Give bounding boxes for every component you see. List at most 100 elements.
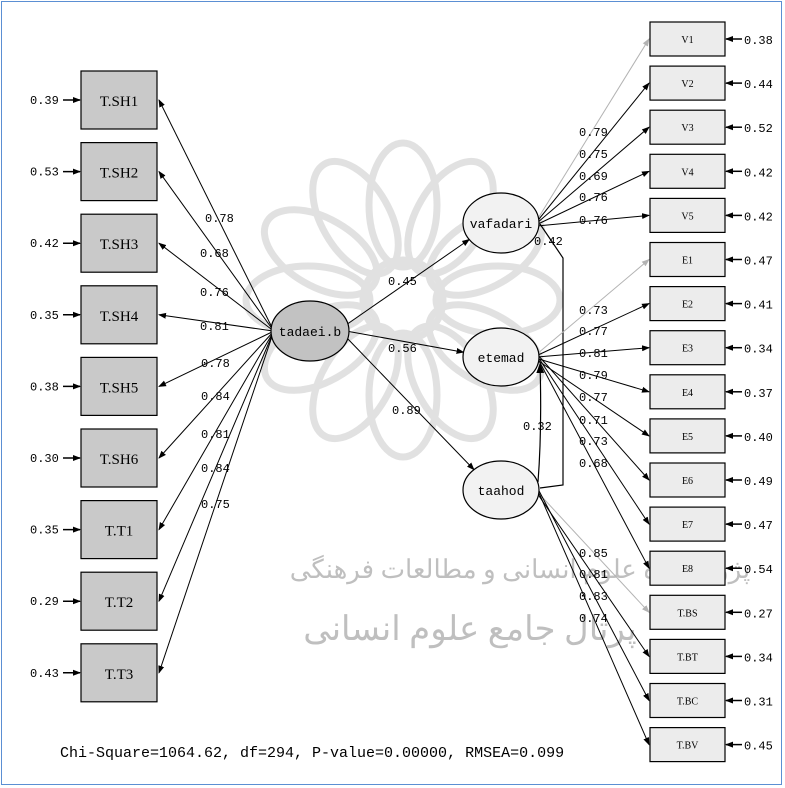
error-variance: 0.34: [744, 343, 773, 357]
latent-label-tadaei: tadaei.b: [279, 325, 341, 340]
loading-path: [536, 258, 650, 355]
indicator-label: E3: [682, 344, 693, 355]
indicator-label: T.BT: [677, 652, 698, 663]
watermark-petal: [425, 301, 546, 394]
indicator-box: [649, 682, 726, 719]
latent-etemad: [462, 327, 540, 387]
loading-path: [536, 488, 650, 746]
indicator-label: T.BV: [677, 741, 700, 752]
loading-path: [158, 170, 274, 331]
error-variance: 0.29: [30, 595, 59, 609]
indicator-box: [649, 109, 726, 145]
watermark-text-line2: پرتال جامع علوم انسانی: [303, 611, 637, 649]
latent-taahod: [462, 460, 540, 520]
loading-value: 0.85: [579, 547, 608, 561]
path-labels: 0.390.780.530.680.420.760.350.810.380.78…: [30, 34, 773, 754]
indicator-box: [80, 500, 158, 560]
loading-value: 0.77: [579, 325, 608, 339]
error-variance: 0.38: [744, 34, 773, 48]
watermark-petal: [365, 139, 441, 271]
error-variance: 0.42: [30, 237, 59, 251]
loading-value: 0.75: [579, 148, 608, 162]
latent-tadaei: [270, 300, 350, 362]
indicator-label: T.SH5: [100, 380, 138, 396]
loading-value: 0.73: [579, 435, 608, 449]
indicator-label: V1: [681, 35, 693, 46]
indicator-label: V5: [681, 211, 693, 222]
loading-value: 0.84: [201, 390, 230, 404]
error-variance: 0.34: [744, 651, 773, 665]
loading-value: 0.84: [201, 462, 230, 476]
loading-path: [158, 333, 274, 674]
loading-path: [536, 170, 650, 225]
error-variance: 0.39: [30, 94, 59, 108]
loading-value: 0.73: [579, 304, 608, 318]
indicator-box: [80, 285, 158, 345]
indicator-box: [649, 21, 726, 57]
loading-value: 0.81: [200, 320, 229, 334]
error-variance: 0.44: [744, 78, 773, 92]
error-variance: 0.40: [744, 431, 773, 445]
loading-path: [158, 331, 274, 387]
error-variance: 0.35: [30, 309, 59, 323]
indicator-label: T.SH1: [100, 94, 138, 110]
loading-path: [158, 332, 274, 603]
error-variance: 0.47: [744, 255, 773, 269]
watermark-petal: [365, 329, 441, 461]
loading-path: [536, 492, 650, 658]
loading-path: [536, 126, 650, 224]
indicator-box: [80, 643, 158, 703]
indicator-box: [649, 726, 726, 763]
structural-value: 0.89: [392, 404, 421, 418]
indicator-label: E1: [682, 256, 693, 267]
indicator-label: T.T3: [105, 667, 133, 683]
watermark-petal: [432, 262, 564, 338]
watermark-petal: [309, 157, 402, 278]
error-variance: 0.45: [744, 740, 773, 754]
loading-value: 0.83: [579, 590, 608, 604]
indicator-label: T.SH4: [100, 309, 139, 325]
indicator-label: E7: [682, 520, 693, 531]
indicator-box: [649, 374, 726, 410]
error-variance: 0.41: [744, 299, 773, 313]
loading-path: [536, 303, 650, 356]
indicator-box: [649, 462, 726, 498]
covariance-etemad-taahod: [536, 363, 545, 483]
indicator-box: [80, 571, 158, 631]
indicator-label: E6: [682, 476, 693, 487]
loading-value: 0.71: [579, 414, 608, 428]
loading-path: [536, 359, 650, 437]
error-variance: 0.30: [30, 452, 59, 466]
latent-label-taahod: taahod: [478, 484, 525, 499]
loading-value: 0.74: [579, 612, 608, 626]
structural-value: 0.56: [388, 342, 417, 356]
indicator-box: [649, 286, 726, 322]
loading-value: 0.79: [579, 126, 608, 140]
fit-statistics: Chi-Square=1064.62, df=294, P-value=0.00…: [60, 745, 564, 762]
covariance-value: 0.42: [534, 235, 563, 249]
loading-path: [158, 312, 274, 332]
loading-value: 0.81: [201, 428, 230, 442]
latent-label-etemad: etemad: [478, 351, 525, 366]
indicator-box: [649, 330, 726, 366]
indicator-box: [649, 638, 726, 675]
error-variance: 0.27: [744, 607, 773, 621]
loading-path: [536, 356, 650, 570]
error-variance: 0.42: [744, 210, 773, 224]
indicator-box: [649, 550, 726, 586]
indicator-label: V4: [681, 167, 693, 178]
indicator-label: T.SH6: [100, 452, 139, 468]
structural-value: 0.45: [388, 275, 417, 289]
watermark-core: [359, 256, 447, 344]
loading-value: 0.79: [579, 369, 608, 383]
loading-value: 0.81: [579, 347, 608, 361]
latent-vafadari: [462, 192, 540, 254]
indicator-label: T.BS: [677, 608, 697, 619]
loading-value: 0.78: [201, 357, 230, 371]
loading-value: 0.76: [200, 286, 229, 300]
structural-path: [345, 238, 471, 326]
loading-value: 0.81: [579, 568, 608, 582]
loading-path: [536, 353, 650, 481]
